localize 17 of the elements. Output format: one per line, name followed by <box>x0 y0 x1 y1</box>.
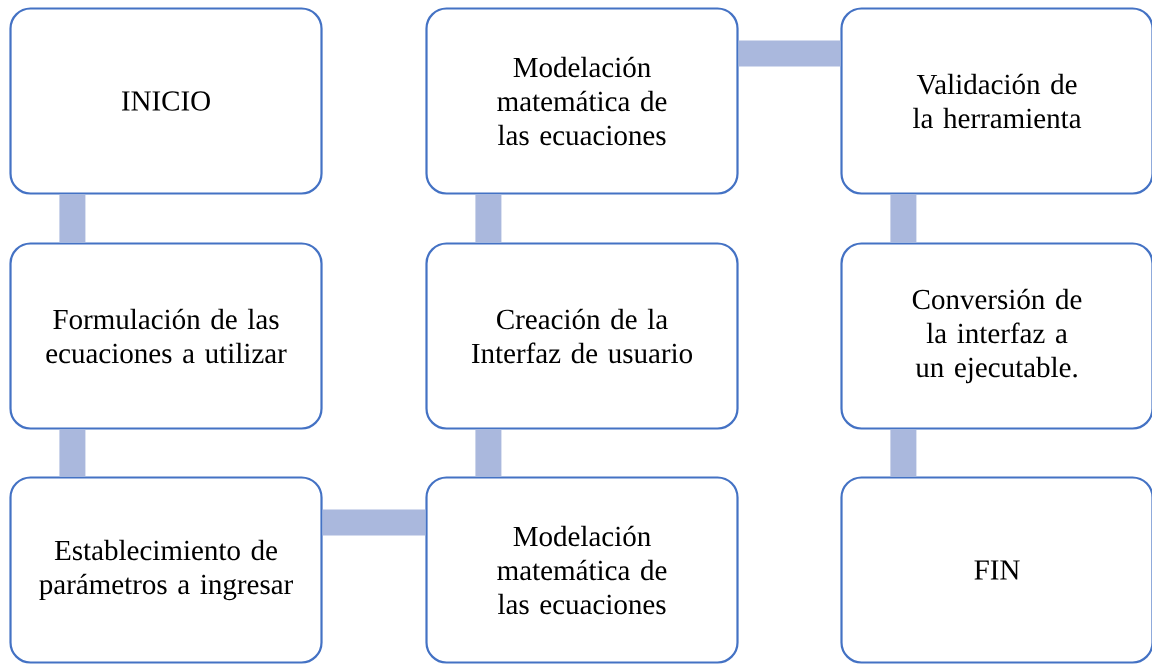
process-box: Validación de la herramienta <box>840 7 1152 195</box>
process-box: Establecimiento de parámetros a ingresar <box>9 476 323 664</box>
connector-bar <box>475 429 502 477</box>
process-box: Creación de la Interfaz de usuario <box>425 242 739 430</box>
process-box: Modelación matemática de las ecuaciones <box>425 7 739 195</box>
process-box: FIN <box>840 476 1152 664</box>
connector-bar <box>890 429 917 477</box>
process-box: Formulación de las ecuaciones a utilizar <box>9 242 323 430</box>
process-box: Conversión de la interfaz a un ejecutable. <box>840 242 1152 430</box>
connector-bar <box>738 40 841 67</box>
process-box: Modelación matemática de las ecuaciones <box>425 476 739 664</box>
process-box: INICIO <box>9 7 323 195</box>
connector-bar <box>890 194 917 243</box>
connector-bar <box>475 194 502 243</box>
connector-bar <box>59 429 86 477</box>
connector-bar <box>322 509 426 536</box>
connector-bar <box>59 194 86 243</box>
